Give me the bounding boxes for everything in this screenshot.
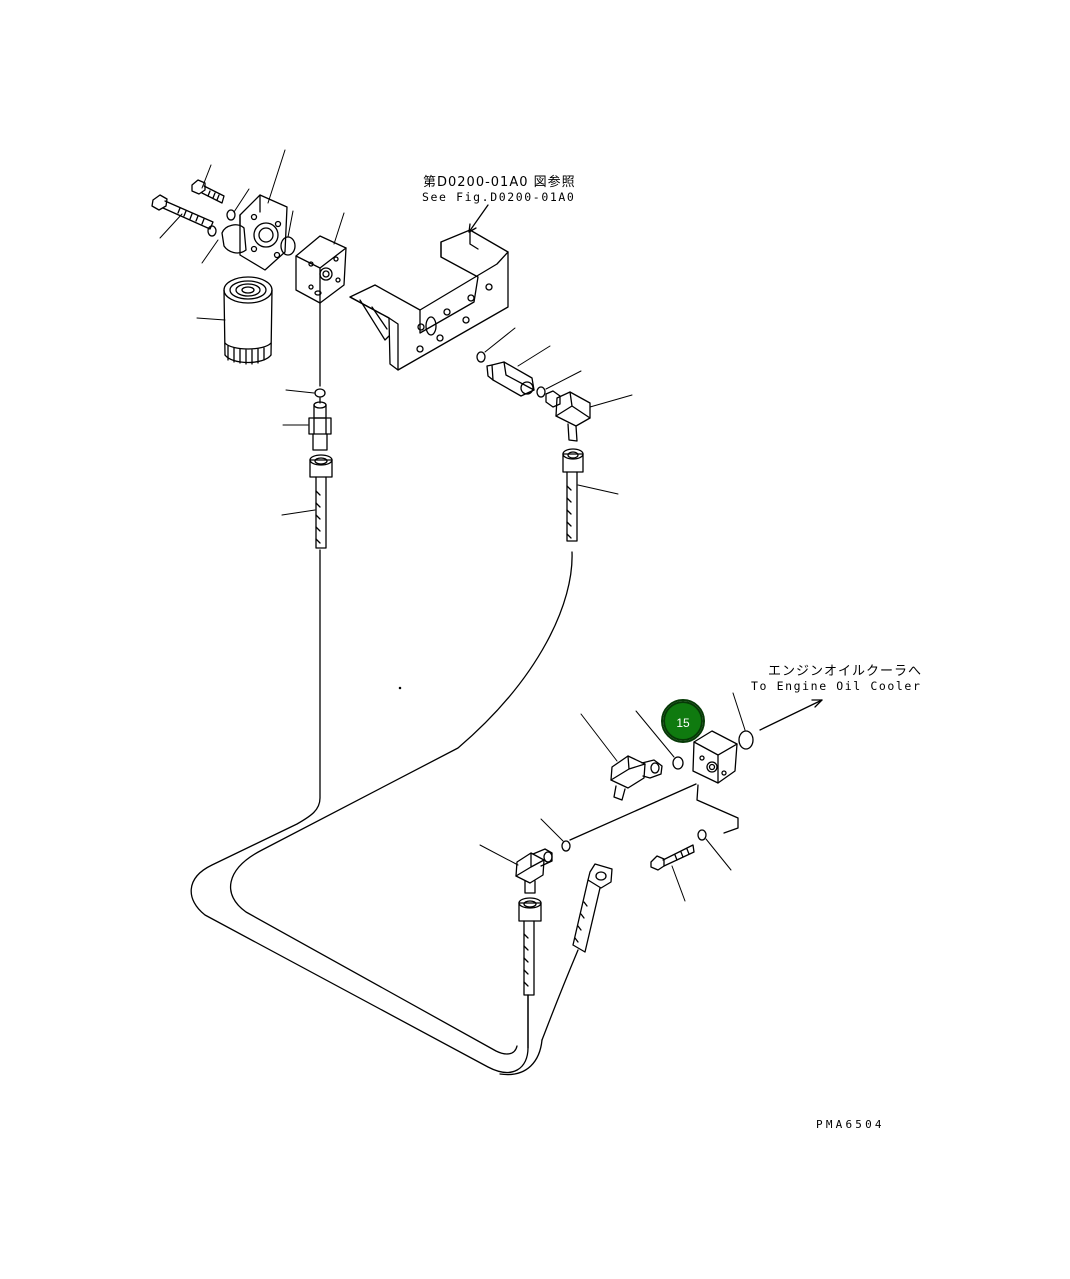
elbow-center <box>611 756 662 800</box>
o-ring-flange <box>281 237 295 255</box>
mounting-bracket <box>350 230 508 370</box>
o-ring-center <box>673 757 683 769</box>
filter-head-flange <box>222 195 287 270</box>
nipple-left <box>309 402 331 450</box>
callout-ring <box>662 700 704 742</box>
long-hose-loop <box>191 550 578 1075</box>
arrow-to-cooler <box>760 700 822 730</box>
part-callout-15[interactable]: 15 <box>663 701 703 741</box>
o-ring-lower <box>562 841 570 851</box>
stray-dot <box>399 687 400 688</box>
washer-lower <box>698 830 706 840</box>
ref-top-en: See Fig.D0200-01A0 <box>422 190 576 204</box>
bolt-guide <box>697 785 738 833</box>
o-ring-cooler <box>739 731 753 749</box>
o-ring-connector <box>537 387 545 397</box>
elbow-top-right <box>546 391 590 441</box>
ref-cooler-en: To Engine Oil Cooler <box>751 679 922 693</box>
bolt-short <box>192 180 224 203</box>
bolt-long <box>152 195 213 229</box>
connector-straight <box>487 362 534 396</box>
hose-right-top <box>563 449 583 541</box>
hose-lower-right <box>573 864 612 952</box>
guide-line-lower <box>570 784 696 840</box>
drawing-code: PMA6504 <box>816 1118 885 1131</box>
o-ring-left <box>315 389 325 397</box>
ref-top-jp: 第D0200-01A0 図参照 <box>423 175 576 190</box>
ref-cooler-jp: エンジンオイルクーラへ <box>768 664 923 679</box>
adapter-block <box>693 731 737 783</box>
washer-1 <box>227 210 235 220</box>
washer-2 <box>208 226 216 236</box>
ref-arrow-top <box>469 205 488 232</box>
bolt-lower <box>651 845 694 870</box>
filter-block <box>296 236 346 303</box>
leader-lines <box>160 150 745 901</box>
oil-filter-cartridge <box>224 277 272 364</box>
o-ring-bracket <box>477 352 485 362</box>
hose-left <box>310 455 332 548</box>
hose-lower-left <box>519 898 541 995</box>
elbow-lower <box>516 849 552 893</box>
